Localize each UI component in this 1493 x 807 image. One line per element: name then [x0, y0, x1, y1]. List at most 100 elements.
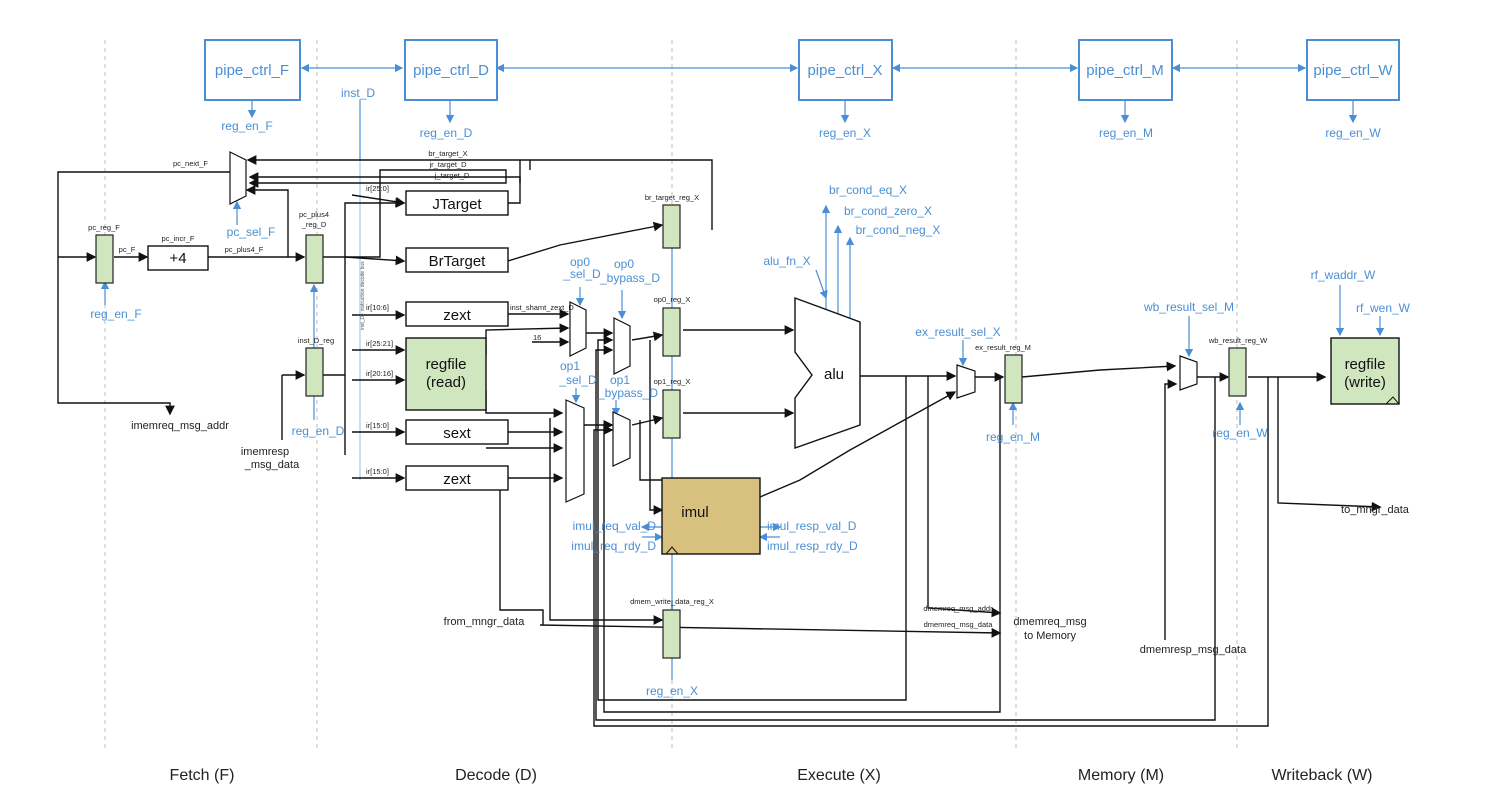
from-mngr-data-label: from_mngr_data	[444, 616, 526, 628]
op0-sel-label-1: op0	[570, 255, 590, 269]
ex-result-sel-label: ex_result_sel_X	[915, 325, 1000, 339]
pc-mux	[229, 151, 247, 205]
pipeline-registers	[95, 204, 1247, 659]
zext-block-1	[405, 301, 509, 327]
inst-D-label: inst_D	[341, 86, 375, 100]
ex-result-mux	[956, 364, 976, 399]
blocks	[147, 190, 1400, 555]
imemresp-label-1: imemresp	[241, 446, 289, 458]
plus4-label: +4	[169, 250, 186, 267]
jtarget-block	[405, 190, 509, 216]
sext-label: sext	[443, 425, 471, 442]
ir-15-0b: ir[15:0]	[366, 467, 389, 476]
imemreq-addr-label: imemreq_msg_addr	[131, 420, 229, 432]
wb-result-sel-label: wb_result_sel_M	[1143, 300, 1234, 314]
op0-bypass-mux	[613, 317, 631, 375]
dmemreq-label-2: to Memory	[1024, 630, 1076, 642]
op1-sel-mux	[565, 399, 585, 503]
reg-en-X-bottom: reg_en_X	[646, 684, 698, 698]
br-cond-eq-label: br_cond_eq_X	[829, 183, 907, 197]
imul-resp-rdy-label: imul_resp_rdy_D	[767, 539, 858, 553]
br-target-reg-X	[662, 204, 681, 249]
op0-reg-X	[662, 307, 681, 357]
dmem-write-data-reg-X	[662, 609, 681, 659]
regfile-read-label-2: (read)	[426, 374, 466, 391]
jr-target-D: jr_target_D	[428, 160, 467, 169]
imul-resp-val-label: imul_resp_val_D	[767, 519, 857, 533]
alu-fn-X-label: alu_fn_X	[763, 254, 810, 268]
zext-block-2	[405, 465, 509, 491]
reg-en-F-bottom: reg_en_F	[90, 307, 141, 321]
reg-en-M-top: reg_en_M	[1099, 126, 1153, 140]
op0-bypass-label-1: op0	[614, 257, 634, 271]
regfile-write-label-2: (write)	[1344, 374, 1386, 391]
ir-25-0: ir[25:0]	[366, 184, 389, 193]
inst-D-reg: inst_D_reg	[298, 336, 334, 345]
pipe-ctrl-links	[247, 63, 1358, 124]
regfile-write-block	[1330, 337, 1400, 405]
wb-result-reg-W: wb_result_reg_W	[1208, 336, 1268, 345]
pipe-ctrl-X: pipe_ctrl_X	[807, 62, 882, 79]
wb-result-reg-W	[1228, 347, 1247, 397]
op0-bypass-label-2: _bypass_D	[599, 271, 660, 285]
op1-sel-label-2: _sel_D	[558, 373, 597, 387]
inst-D-reg	[305, 347, 324, 397]
zext-label-2: zext	[443, 471, 471, 488]
to-mngr-data-label: to_mngr_data	[1341, 504, 1410, 516]
reg-en-X-top: reg_en_X	[819, 126, 871, 140]
imul-req-val-label: imul_req_val_D	[573, 519, 657, 533]
ir-10-6: ir[10:6]	[366, 303, 389, 312]
stage-writeback: Writeback (W)	[1271, 767, 1372, 784]
pc-plus4-reg-D-2: _reg_D	[301, 220, 327, 229]
pc-plus4-reg-D	[305, 234, 324, 284]
br-target-X: br_target_X	[428, 149, 467, 158]
pc-reg-F: pc_reg_F	[88, 223, 120, 232]
imul-label: imul	[681, 504, 709, 521]
zext-label-1: zext	[443, 307, 471, 324]
alu-label: alu	[824, 366, 844, 383]
pipe-ctrl-M: pipe_ctrl_M	[1086, 62, 1164, 79]
regfile-write-label-1: regfile	[1345, 356, 1386, 373]
decode-wires	[351, 194, 1002, 638]
dmemreq-msg-addr: dmemreq_msg_addr	[923, 604, 993, 613]
br-cond-zero-label: br_cond_zero_X	[844, 204, 932, 218]
pc-reg-F	[95, 234, 114, 284]
stage-execute: Execute (X)	[797, 767, 881, 784]
ex-result-reg-M: ex_result_reg_M	[975, 343, 1031, 352]
pipe-ctrl-W: pipe_ctrl_W	[1313, 62, 1393, 79]
j-target-D: j_target_D	[434, 171, 470, 180]
pc-next-F: pc_next_F	[173, 159, 208, 168]
regfile-read-block	[405, 337, 487, 411]
jtarget-label: JTarget	[432, 196, 482, 213]
dmemreq-msg-data: dmemreq_msg_data	[924, 620, 994, 629]
ir-25-21: ir[25:21]	[366, 339, 393, 348]
reg-en-F-top: reg_en_F	[221, 119, 272, 133]
reg-en-M-bottom: reg_en_M	[986, 430, 1040, 444]
muxes	[229, 151, 1198, 503]
imul-block	[661, 477, 761, 555]
imemresp-label-2: _msg_data	[244, 459, 300, 471]
dmem-write-data-reg-X: dmem_write_data_reg_X	[630, 597, 714, 606]
stage-decode: Decode (D)	[455, 767, 537, 784]
inst-shamt-zext-D: inst_shamt_zext_D	[510, 303, 574, 312]
brtarget-label: BrTarget	[429, 253, 487, 270]
reg-en-W-bottom: reg_en_W	[1212, 426, 1268, 440]
br-target-reg-X: br_target_reg_X	[645, 193, 699, 202]
pipe-ctrl-D: pipe_ctrl_D	[413, 62, 489, 79]
ir-15-0a: ir[15:0]	[366, 421, 389, 430]
rf-wen-label: rf_wen_W	[1356, 301, 1411, 315]
alu-block	[794, 296, 861, 449]
reg-en-D-bottom: reg_en_D	[292, 424, 345, 438]
rf-waddr-label: rf_waddr_W	[1311, 268, 1376, 282]
op1-reg-X	[662, 389, 681, 439]
execute-wires	[593, 325, 1382, 727]
const-16: 16	[533, 333, 541, 342]
pc-plus4-F: pc_plus4_F	[225, 245, 264, 254]
op0-sel-mux	[569, 301, 587, 357]
stage-fetch: Fetch (F)	[170, 767, 235, 784]
brtarget-block	[405, 247, 509, 273]
op1-bypass-mux	[612, 411, 631, 467]
op1-reg-X: op1_reg_X	[654, 377, 691, 386]
pc-F: pc_F	[119, 245, 136, 254]
pipe-ctrl-boxes	[204, 39, 1400, 101]
